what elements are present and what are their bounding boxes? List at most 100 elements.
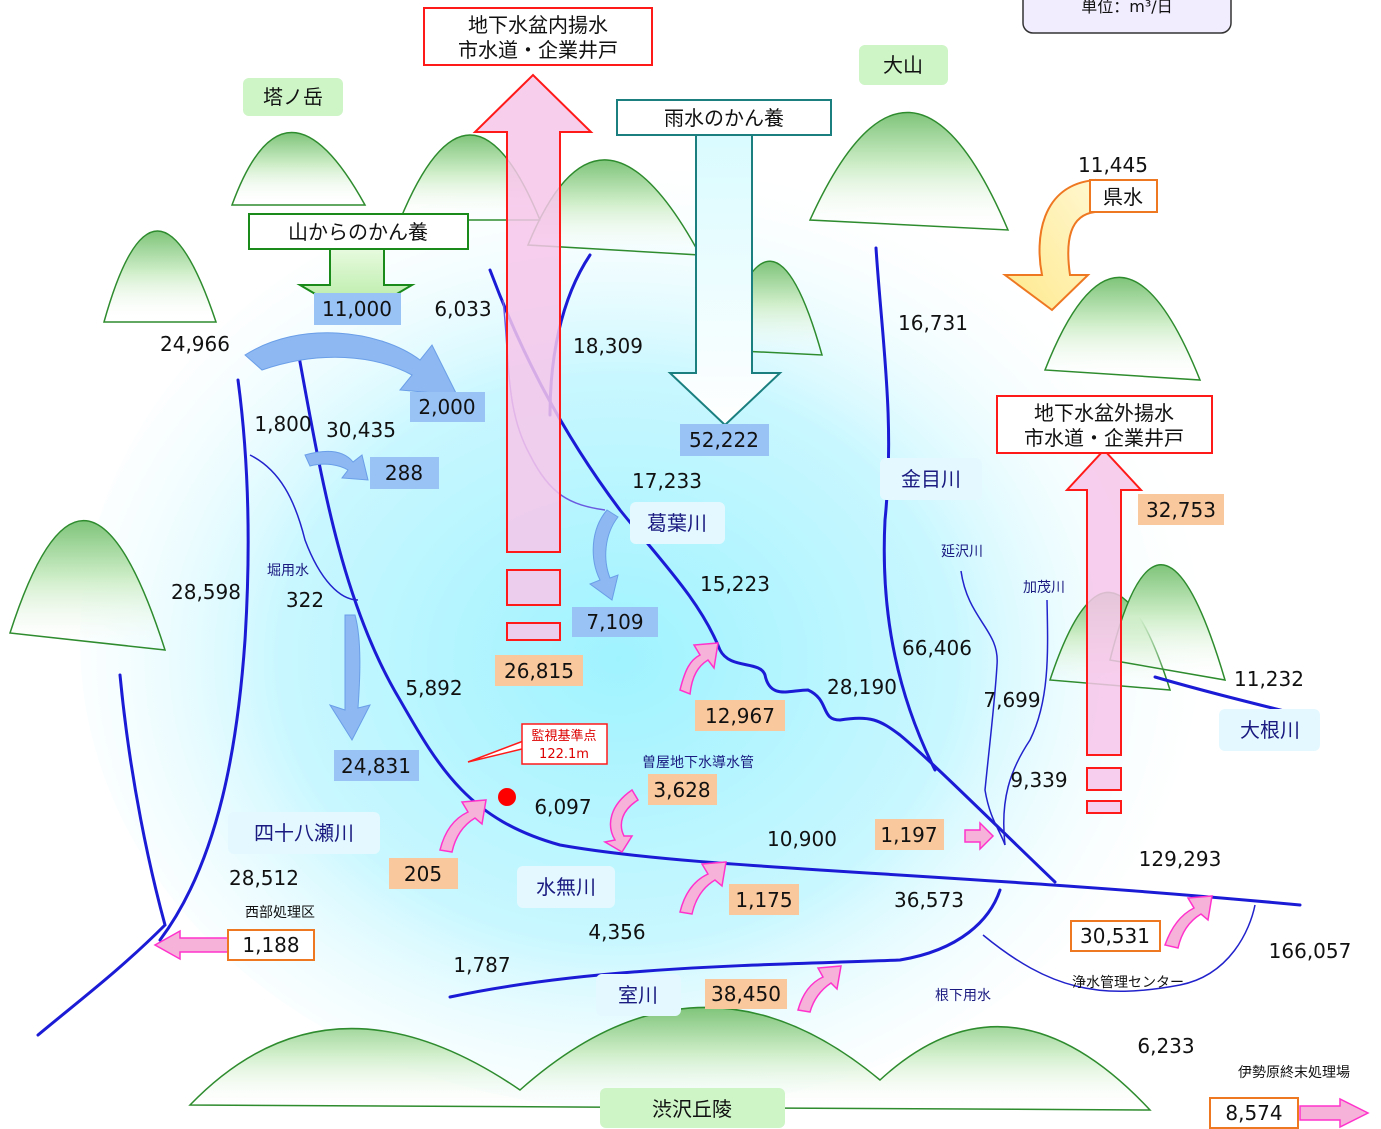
value-2000: 2,000	[418, 395, 475, 419]
value-box	[680, 424, 769, 456]
river-shijuhasse-lower	[36, 673, 167, 1037]
river-kuzuha	[488, 268, 1057, 884]
inside-pumping-title-2: 市水道・企業井戸	[458, 38, 618, 62]
value-38450: 38,450	[711, 982, 781, 1006]
monitor-point-value: 122.1m	[539, 747, 589, 762]
value-box	[389, 858, 458, 889]
pink-flow-arrows	[153, 642, 1370, 1129]
canal-horiyo	[249, 454, 359, 601]
mountain-recharge-label: 山からのかん養	[288, 220, 428, 244]
value-7109: 7,109	[586, 610, 643, 634]
monitor-point-title: 監視基準点	[531, 728, 596, 744]
value-15223: 15,223	[700, 572, 770, 596]
river-label-muro: 室川	[618, 983, 658, 1007]
value-1787: 1,787	[453, 953, 510, 977]
river-label-nobesawa: 延沢川	[941, 544, 983, 560]
flow-arrow	[964, 821, 995, 851]
value-5892: 5,892	[405, 676, 462, 700]
flow-arrow	[439, 799, 487, 853]
value-1175: 1,175	[735, 888, 792, 912]
value-12967: 12,967	[705, 704, 775, 728]
mountains	[9, 111, 1227, 1111]
value-3628: 3,628	[653, 778, 710, 802]
value-box	[1209, 1097, 1299, 1129]
river-muro	[448, 888, 1002, 999]
unit-label: 単位：m³/日	[1081, 0, 1172, 16]
value-box	[1138, 494, 1224, 525]
monitor-point: 監視基準点 122.1m	[467, 723, 608, 806]
place-tonodake: 塔ノ岳	[263, 85, 323, 109]
value-1188: 1,188	[242, 933, 299, 957]
prefectural-water-box	[1089, 179, 1158, 213]
rivers	[36, 246, 1302, 1037]
value-box	[227, 929, 315, 961]
rain-recharge-box	[616, 99, 832, 136]
value-mountain-recharge: 11,000	[322, 297, 392, 321]
canal-label-horiyo: 堀用水	[267, 563, 309, 579]
canal-label-negeyo: 根下用水	[935, 988, 991, 1004]
flow-arrow	[304, 451, 369, 481]
mountain	[808, 111, 1010, 231]
river-mizunashi	[294, 338, 1302, 907]
rain-recharge-arrow	[667, 134, 783, 427]
place-box	[600, 1088, 785, 1128]
value-box	[334, 750, 419, 781]
mountain	[9, 520, 167, 651]
inside-pumping-title-1: 地下水盆内揚水	[468, 13, 608, 37]
facility-jousui: 浄水管理センター	[1072, 975, 1184, 991]
flow-arrow	[153, 929, 229, 961]
flow-arrow	[328, 614, 371, 742]
facility-soya-pipe: 曽屋地下水導水管	[642, 755, 754, 771]
outside-pumping-title-1: 地下水盆外揚水	[1034, 401, 1174, 425]
value-6033: 6,033	[434, 297, 491, 321]
value-box	[875, 819, 944, 850]
prefectural-water-value: 11,445	[1078, 153, 1148, 177]
place-oyama: 大山	[883, 53, 923, 77]
value-box	[314, 293, 401, 325]
river-label-box	[880, 458, 982, 500]
mountain	[1109, 564, 1227, 681]
value-box	[1070, 920, 1161, 952]
value-1197: 1,197	[880, 823, 937, 847]
value-box	[495, 655, 583, 686]
river-kaneme	[874, 246, 937, 772]
value-box	[410, 392, 485, 422]
outside-pumping-box	[996, 395, 1213, 454]
river-kamo	[1002, 599, 1049, 846]
flow-arrow	[588, 509, 619, 601]
river-shijuhasse-upper	[158, 378, 250, 942]
value-205: 205	[404, 862, 442, 886]
facility-seibu: 西部処理区	[245, 905, 315, 921]
value-box	[370, 457, 439, 489]
value-8574: 8,574	[1225, 1101, 1282, 1125]
outside-pumping-title-2: 市水道・企業井戸	[1024, 426, 1184, 450]
value-28598: 28,598	[171, 580, 241, 604]
inside-pumping-box	[423, 7, 653, 66]
mountain	[230, 132, 367, 206]
mountain	[103, 230, 218, 323]
flow-arrow	[679, 861, 727, 915]
value-box	[729, 884, 799, 915]
value-4356: 4,356	[588, 920, 645, 944]
value-17233: 17,233	[632, 469, 702, 493]
value-box	[695, 700, 785, 731]
place-box	[243, 78, 343, 116]
value-18309: 18,309	[573, 334, 643, 358]
flow-arrow	[1299, 1097, 1370, 1129]
value-24831: 24,831	[341, 754, 411, 778]
river-label-box	[596, 974, 681, 1016]
value-rain-recharge: 52,222	[689, 428, 759, 452]
value-129293: 129,293	[1139, 847, 1222, 871]
value-30435: 30,435	[326, 418, 396, 442]
inside-pumping-arrow	[472, 73, 594, 641]
prefectural-water-label: 県水	[1103, 185, 1143, 209]
value-box	[572, 607, 658, 637]
prefectural-water-arrow	[1001, 178, 1096, 312]
river-label-kuzuha: 葛葉川	[647, 511, 707, 535]
value-288: 288	[385, 461, 423, 485]
value-outside-pumping: 32,753	[1146, 498, 1216, 522]
river-nobesawa	[960, 570, 1006, 846]
river-label-kamo: 加茂川	[1023, 579, 1065, 596]
